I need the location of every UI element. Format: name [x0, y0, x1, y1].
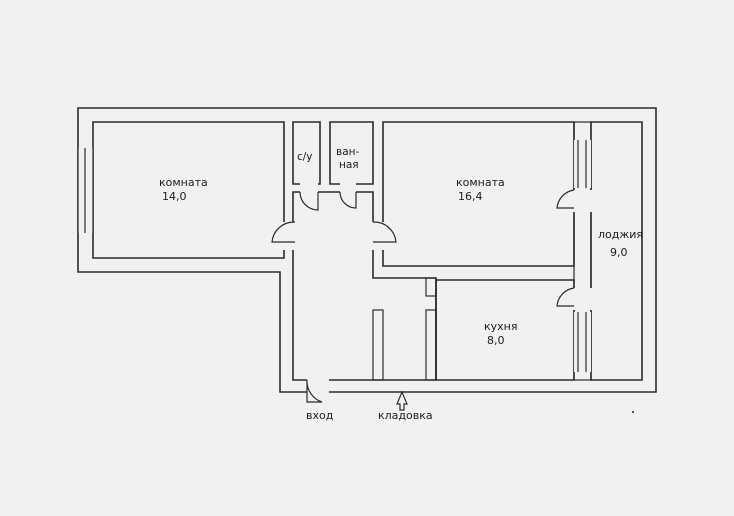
room2-area: 16,4 [458, 190, 483, 203]
dot-mark [632, 411, 634, 413]
loggia-partition [573, 121, 592, 381]
storage-wall-left [372, 309, 384, 381]
loggia-area: 9,0 [610, 246, 628, 259]
bath-name-line2: ная [339, 159, 359, 171]
door-kitchen-loggia-arc [556, 287, 575, 307]
door-loggia-arc [556, 189, 575, 209]
outer-wall-outline [77, 107, 657, 393]
door-wc-gap [300, 182, 318, 194]
kitchen-area: 8,0 [487, 334, 505, 347]
door-loggia-gap [572, 190, 593, 212]
door-bath-gap [340, 182, 356, 194]
door-bath-arc [339, 191, 357, 209]
storage-wall-right [425, 309, 437, 381]
door-room2-gap [371, 222, 385, 250]
door-kitchen-loggia-gap [572, 288, 593, 310]
windows [77, 140, 591, 372]
window-kitchen-gap [574, 312, 591, 372]
loggia-name: лоджия [598, 228, 643, 241]
kitchen-wall-stub [425, 277, 437, 297]
door-room1-gap [281, 222, 295, 250]
storage-label: кладовка [378, 409, 433, 422]
door-entrance-arc [306, 379, 323, 403]
storage-arrow-icon [396, 390, 408, 411]
door-room2-arc [372, 221, 397, 243]
entrance-label: вход [306, 409, 334, 422]
bath-name-line1: ван- [336, 146, 359, 158]
bath-outline [329, 121, 374, 185]
wc-name: с/у [297, 151, 313, 163]
door-entrance-gap [307, 378, 329, 394]
room1-area: 14,0 [162, 190, 187, 203]
kitchen-name: кухня [484, 320, 517, 333]
room2-name: комната [456, 176, 505, 189]
interior-walls [372, 121, 592, 381]
room1-name: комната [159, 176, 208, 189]
window-room2-gap [574, 140, 591, 188]
wc-outline [292, 121, 321, 185]
doors [271, 182, 593, 403]
storage-arrow [396, 390, 408, 411]
door-wc-arc [299, 191, 319, 211]
door-room1-arc [271, 221, 296, 243]
outer-walls [77, 107, 657, 393]
labels: комната 14,0 комната 16,4 с/у ван- ная л… [159, 146, 643, 422]
